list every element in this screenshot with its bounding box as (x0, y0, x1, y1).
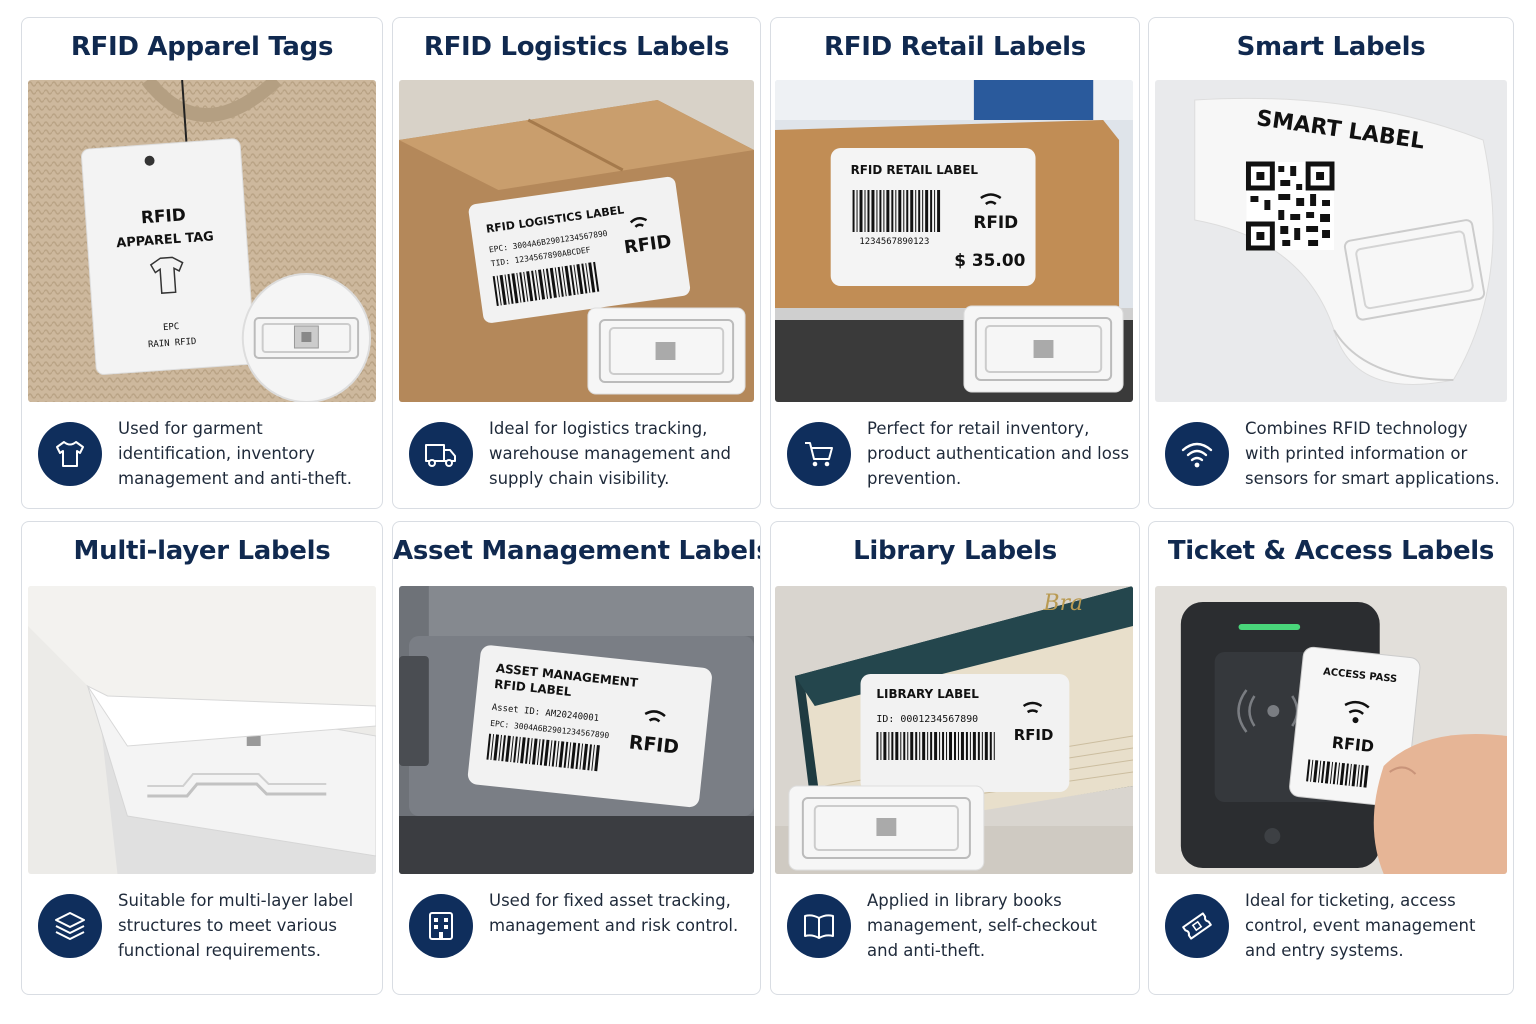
ticket-access-photo: ACCESS PASS RFID (1155, 586, 1507, 874)
layers-icon (38, 894, 102, 958)
wifi-icon (1165, 422, 1229, 486)
card-ticket-access-labels: Ticket & Access Labels ACCESS PASS RFID (1148, 521, 1514, 995)
svg-text:RFID RETAIL LABEL: RFID RETAIL LABEL (851, 163, 979, 177)
tshirt-icon (38, 422, 102, 486)
card-description: Suitable for multi-layer label structure… (118, 891, 354, 960)
card-multi-layer-labels: Multi-layer Labels Suitable for multi-la… (21, 521, 383, 995)
card-title: Multi-layer Labels (73, 536, 331, 566)
card-title: Smart Labels (1236, 32, 1426, 62)
retail-label-photo: RFID RETAIL LABEL 1234567890123 RFID $ 3… (775, 80, 1133, 402)
apparel-tag-photo: RFID APPAREL TAG EPC RAIN RFID (28, 80, 376, 402)
svg-text:RAIN RFID: RAIN RFID (148, 337, 197, 350)
card-title: RFID Apparel Tags (70, 32, 334, 62)
card-smart-labels: Smart Labels SMART LABEL (1148, 17, 1514, 509)
card-description: Ideal for logistics tracking, warehouse … (489, 419, 731, 488)
card-description: Used for fixed asset tracking, managemen… (489, 891, 739, 935)
book-icon (787, 894, 851, 958)
ticket-icon (1165, 894, 1229, 958)
card-title: Ticket & Access Labels (1167, 536, 1495, 566)
card-description: Used for garment identification, invento… (118, 419, 352, 488)
smart-label-photo: SMART LABEL (1155, 80, 1507, 402)
svg-text:RFID: RFID (1331, 733, 1375, 756)
card-asset-management-labels: Asset Management Labels ASSET MANAGEMENT… (392, 521, 761, 995)
card-library-labels: Library Labels Bra LIBRARY LABEL ID: 000… (770, 521, 1140, 995)
card-retail-labels: RFID Retail Labels RFID RETAIL LABEL 123… (770, 17, 1140, 509)
svg-text:RFID: RFID (628, 731, 680, 758)
card-title: RFID Logistics Labels (423, 32, 730, 62)
library-label-photo: Bra LIBRARY LABEL ID: 0001234567890 RFID (775, 586, 1133, 874)
card-description: Combines RFID technology with printed in… (1245, 419, 1500, 488)
card-apparel-tags: RFID Apparel Tags RFID APPAREL TAG EPC R… (21, 17, 383, 509)
card-title: RFID Retail Labels (824, 32, 1086, 62)
card-title: Asset Management Labels (393, 536, 761, 566)
logistics-label-photo: RFID LOGISTICS LABEL EPC: 3004A6B2901234… (399, 80, 754, 402)
svg-text:$ 35.00: $ 35.00 (954, 250, 1025, 270)
svg-text:EPC: EPC (163, 322, 180, 333)
building-icon (409, 894, 473, 958)
svg-text:RFID: RFID (1014, 726, 1054, 744)
svg-text:1234567890123: 1234567890123 (859, 237, 929, 247)
svg-text:RFID: RFID (140, 204, 186, 227)
svg-text:LIBRARY LABEL: LIBRARY LABEL (876, 687, 979, 701)
card-description: Applied in library books management, sel… (867, 891, 1097, 960)
card-logistics-labels: RFID Logistics Labels RFID LOGISTICS LAB… (392, 17, 761, 509)
svg-text:RFID: RFID (973, 212, 1018, 232)
svg-text:Bra: Bra (1043, 591, 1084, 616)
truck-icon (409, 422, 473, 486)
card-description: Ideal for ticketing, access control, eve… (1245, 891, 1476, 960)
card-description: Perfect for retail inventory, product au… (867, 419, 1130, 488)
card-title: Library Labels (853, 536, 1057, 566)
svg-text:ID: 0001234567890: ID: 0001234567890 (876, 714, 978, 725)
svg-text:APPAREL TAG: APPAREL TAG (116, 229, 214, 251)
asset-label-photo: ASSET MANAGEMENT RFID LABEL Asset ID: AM… (399, 586, 754, 874)
multi-layer-label-photo (28, 586, 376, 874)
shopping-cart-icon (787, 422, 851, 486)
